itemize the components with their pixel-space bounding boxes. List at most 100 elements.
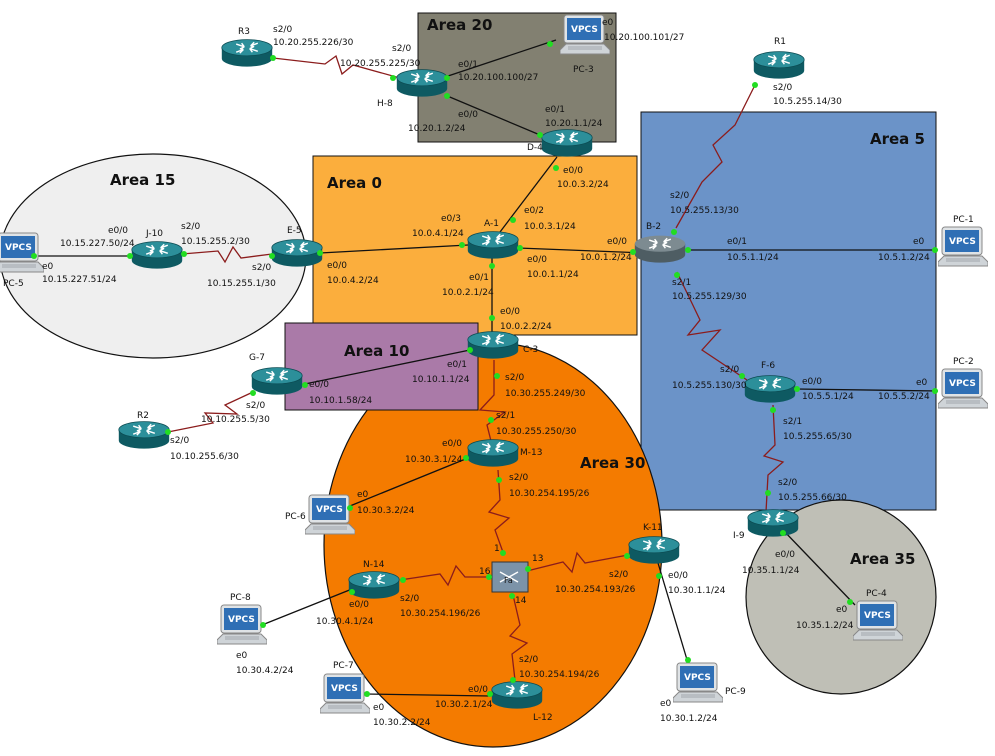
ip-label: 10.0.3.2/24 <box>557 180 609 190</box>
ip-label: 10.30.4.1/24 <box>316 617 374 627</box>
router-i9[interactable] <box>747 508 799 538</box>
link-r1-b2 <box>675 84 756 229</box>
if-label: e0/0 <box>309 380 329 390</box>
fa-port-16: 16 <box>479 567 491 577</box>
interface-labels: s2/0 10.20.255.226/30 s2/0 10.20.255.225… <box>42 18 930 728</box>
if-label: e0 <box>602 18 614 28</box>
ip-label: 10.0.1.1/24 <box>527 270 579 280</box>
if-label: s2/0 <box>670 191 689 201</box>
router-m13[interactable] <box>467 438 519 468</box>
area-20-title: Area 20 <box>427 16 492 34</box>
if-label: s2/0 <box>252 263 271 273</box>
if-label: e0/1 <box>458 60 478 70</box>
ip-label: 10.30.4.2/24 <box>236 666 294 676</box>
if-label: e0 <box>913 237 925 247</box>
ip-label: 10.30.1.2/24 <box>660 714 718 724</box>
node-r1-name: R1 <box>774 37 786 47</box>
ip-label: 10.0.4.2/24 <box>327 276 379 286</box>
switch-fa[interactable]: Fa <box>491 561 529 593</box>
pc-7-vpcs: VPCS <box>331 684 358 694</box>
pc-4-vpcs: VPCS <box>864 611 891 621</box>
fa-port-13: 13 <box>532 554 543 564</box>
pc-3-vpcs: VPCS <box>571 25 598 35</box>
if-label: e0/0 <box>327 261 347 271</box>
pc-9[interactable]: VPCS <box>673 662 723 703</box>
ip-label: 10.5.255.66/30 <box>778 493 847 503</box>
pc-2[interactable]: VPCS <box>938 368 988 409</box>
ip-label: 10.0.2.1/24 <box>442 288 494 298</box>
node-k11-name: K-11 <box>643 523 663 533</box>
router-f6[interactable] <box>744 374 796 404</box>
router-l12[interactable] <box>491 680 543 710</box>
if-label: e0/0 <box>527 255 547 265</box>
if-label: e0/1 <box>447 360 467 370</box>
router-g7[interactable] <box>251 366 303 396</box>
ip-label: 10.20.255.225/30 <box>340 59 421 69</box>
router-r1[interactable] <box>753 50 805 80</box>
router-c3[interactable] <box>467 330 519 360</box>
link-b2-f6 <box>676 271 748 381</box>
switch-fa-label: Fa <box>504 576 513 585</box>
link-i9-pc4 <box>782 529 856 606</box>
ip-label: 10.5.255.129/30 <box>672 292 747 302</box>
node-pc3-name: PC-3 <box>573 65 594 75</box>
router-r2[interactable] <box>118 420 170 450</box>
node-pc6-name: PC-6 <box>285 512 306 522</box>
pc-3[interactable]: VPCS <box>560 14 610 55</box>
if-label: e0 <box>373 703 385 713</box>
router-h8[interactable] <box>396 68 448 98</box>
router-b2[interactable] <box>634 234 686 264</box>
if-label: e0/0 <box>563 166 583 176</box>
pc-2-vpcs: VPCS <box>949 379 976 389</box>
router-k11[interactable] <box>628 535 680 565</box>
router-e5[interactable] <box>271 238 323 268</box>
router-a1[interactable] <box>467 230 519 260</box>
ip-label: 10.10.255.5/30 <box>201 415 270 425</box>
ip-label: 10.30.3.1/24 <box>405 455 463 465</box>
if-label: e0/1 <box>727 237 747 247</box>
ip-label: 10.20.1.2/24 <box>408 124 466 134</box>
ip-label: 10.20.255.226/30 <box>273 38 354 48</box>
pc-4[interactable]: VPCS <box>853 600 903 641</box>
pc-7[interactable]: VPCS <box>320 673 370 714</box>
ip-label: 10.30.254.196/26 <box>400 609 481 619</box>
ip-label: 10.35.1.1/24 <box>742 566 800 576</box>
link-f6-i9 <box>762 404 785 513</box>
router-r3[interactable] <box>221 38 273 68</box>
ip-label: 10.0.1.2/24 <box>580 253 632 263</box>
if-label: s2/1 <box>672 278 691 288</box>
node-n14-name: N-14 <box>363 560 385 570</box>
node-pc7-name: PC-7 <box>333 661 354 671</box>
link-c3-m13 <box>478 360 507 446</box>
pc-6[interactable]: VPCS <box>305 494 355 535</box>
node-a1-name: A-1 <box>484 219 499 229</box>
if-label: s2/0 <box>170 436 189 446</box>
area-35-region <box>745 499 937 695</box>
node-r2-name: R2 <box>137 411 149 421</box>
if-label: e0/0 <box>108 226 128 236</box>
router-j10[interactable] <box>131 240 183 270</box>
if-label: e0/0 <box>442 439 462 449</box>
link-f6-pc2 <box>795 388 939 392</box>
ip-label: 10.15.255.2/30 <box>181 237 250 247</box>
if-label: s2/0 <box>181 222 200 232</box>
node-i9-name: I-9 <box>733 531 745 541</box>
pc-8[interactable]: VPCS <box>217 604 267 645</box>
pc-6-vpcs: VPCS <box>316 505 343 515</box>
router-d4[interactable] <box>541 128 593 158</box>
node-d4-name: D-4 <box>527 143 543 153</box>
ip-label: 10.20.100.100/27 <box>458 73 538 83</box>
node-e5-name: E-5 <box>287 226 302 236</box>
pc-5[interactable]: VPCS <box>0 232 44 273</box>
pc-1[interactable]: VPCS <box>938 226 988 267</box>
link-a1-b2 <box>517 247 646 254</box>
link-fa-l12 <box>508 594 529 681</box>
if-label: s2/0 <box>509 473 528 483</box>
ip-label: 10.5.255.13/30 <box>670 206 739 216</box>
link-m13-fa <box>487 469 511 556</box>
pc-1-vpcs: VPCS <box>949 237 976 247</box>
node-pc1-name: PC-1 <box>953 215 974 225</box>
area-5-title: Area 5 <box>870 130 925 148</box>
router-n14[interactable] <box>348 570 400 600</box>
if-label: e0/0 <box>500 307 520 317</box>
